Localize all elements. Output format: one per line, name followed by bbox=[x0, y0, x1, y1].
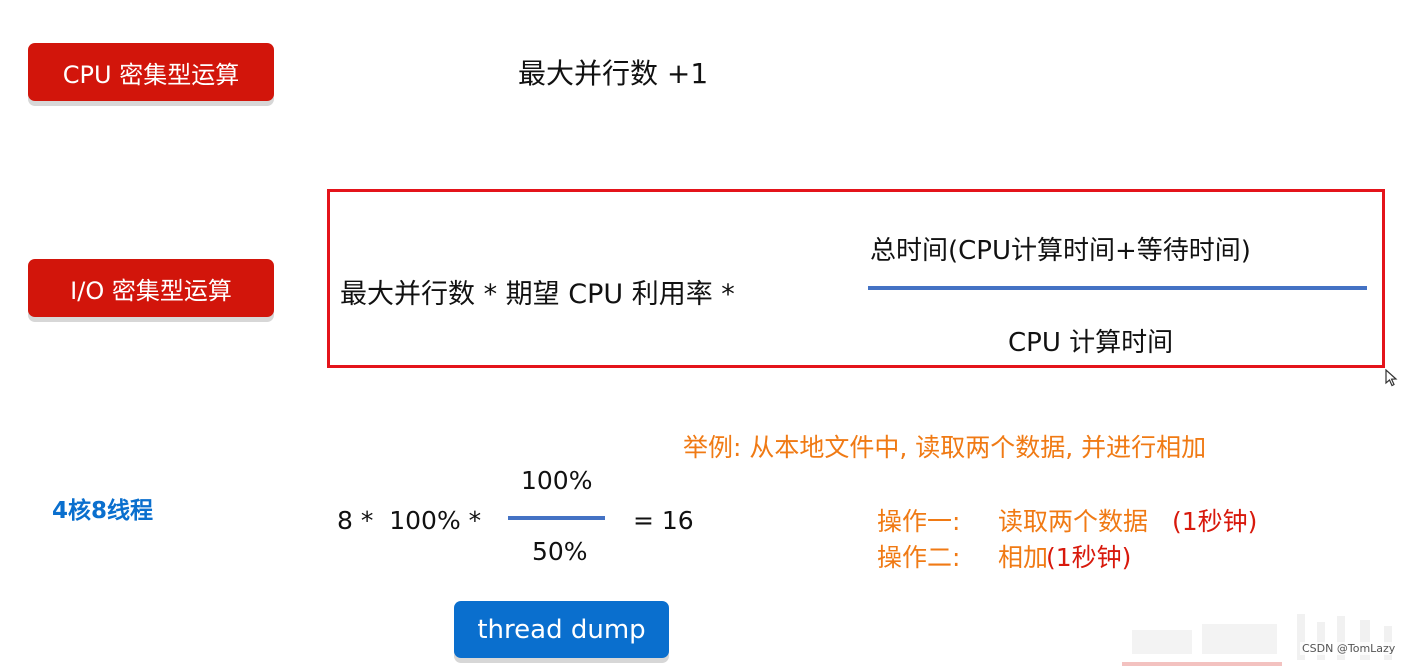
io-intensive-tag: I/O 密集型运算 bbox=[28, 259, 274, 317]
thread-dump-label: thread dump bbox=[477, 614, 646, 645]
calc-fraction-bar bbox=[508, 516, 605, 520]
example-title: 举例: 从本地文件中, 读取两个数据, 并进行相加 bbox=[683, 433, 1207, 462]
background-logo-decoration bbox=[1122, 614, 1392, 666]
cpu-intensive-label: CPU 密集型运算 bbox=[62, 60, 240, 89]
csdn-watermark: CSDN @TomLazy bbox=[1300, 642, 1398, 655]
op1-time: (1秒钟) bbox=[1172, 507, 1258, 536]
op2-time: (1秒钟) bbox=[1046, 543, 1132, 572]
io-formula-numerator: 总时间(CPU计算时间+等待时间) bbox=[870, 236, 1251, 266]
calc-denominator: 50% bbox=[532, 537, 588, 566]
op2-text: 相加 bbox=[998, 543, 1049, 572]
io-formula-left: 最大并行数 * 期望 CPU 利用率 * bbox=[340, 279, 735, 310]
io-formula-denominator: CPU 计算时间 bbox=[1008, 328, 1174, 358]
thread-dump-button[interactable]: thread dump bbox=[454, 601, 669, 658]
calc-numerator: 100% bbox=[521, 466, 593, 495]
op1-label: 操作一: bbox=[877, 507, 961, 536]
io-formula-box bbox=[327, 189, 1385, 368]
op2-label: 操作二: bbox=[877, 543, 961, 572]
mouse-cursor-icon bbox=[1385, 369, 1398, 387]
calc-prefix: 8 * 100% * bbox=[337, 506, 482, 535]
cpu-formula: 最大并行数 +1 bbox=[518, 57, 709, 90]
io-fraction-bar bbox=[868, 286, 1367, 290]
op1-text: 读取两个数据 bbox=[998, 507, 1149, 536]
core-thread-label: 4核8线程 bbox=[52, 498, 154, 524]
calc-result: = 16 bbox=[633, 506, 694, 535]
cpu-intensive-tag: CPU 密集型运算 bbox=[28, 43, 274, 101]
io-intensive-label: I/O 密集型运算 bbox=[70, 276, 232, 305]
